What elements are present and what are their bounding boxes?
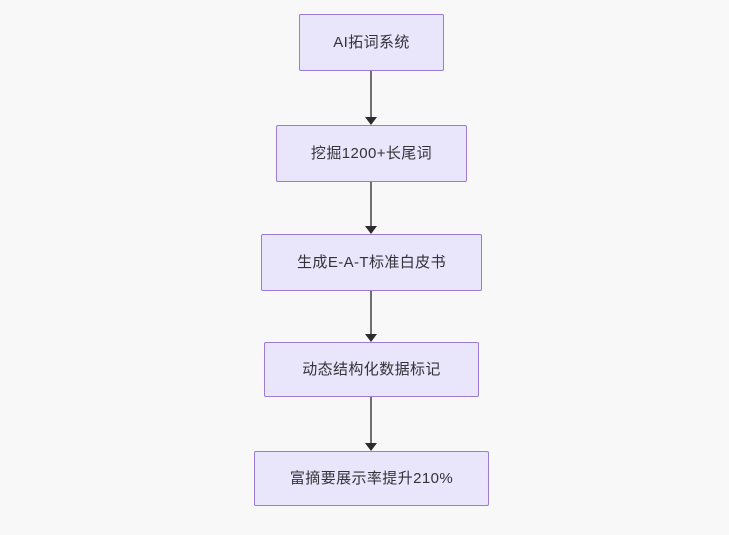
- flowchart-node-label: 挖掘1200+长尾词: [310, 144, 433, 162]
- flowchart-node-label: 动态结构化数据标记: [302, 360, 441, 378]
- flowchart-node-structured-data-markup[interactable]: 动态结构化数据标记: [264, 342, 479, 397]
- flowchart-node-label: AI拓词系统: [333, 33, 410, 51]
- flowchart-node-label: 富摘要展示率提升210%: [289, 469, 454, 487]
- flowchart-node-ai-keyword-system[interactable]: AI拓词系统: [299, 14, 444, 71]
- flowchart-node-label: 生成E-A-T标准白皮书: [297, 253, 446, 271]
- connector-line: [370, 291, 372, 334]
- connector-line: [370, 182, 372, 226]
- flowchart-node-eat-whitepaper[interactable]: 生成E-A-T标准白皮书: [261, 234, 482, 291]
- flowchart-node-rich-snippet-result[interactable]: 富摘要展示率提升210%: [254, 451, 489, 506]
- connector-node-1-to-node-2: [363, 71, 379, 125]
- connector-node-4-to-node-5: [363, 397, 379, 451]
- connector-line: [370, 71, 372, 117]
- connector-node-3-to-node-4: [363, 291, 379, 342]
- arrowhead-icon: [365, 117, 377, 125]
- arrowhead-icon: [365, 226, 377, 234]
- flowchart-node-longtail-keywords[interactable]: 挖掘1200+长尾词: [276, 125, 467, 182]
- arrowhead-icon: [365, 443, 377, 451]
- arrowhead-icon: [365, 334, 377, 342]
- connector-line: [370, 397, 372, 443]
- connector-node-2-to-node-3: [363, 182, 379, 234]
